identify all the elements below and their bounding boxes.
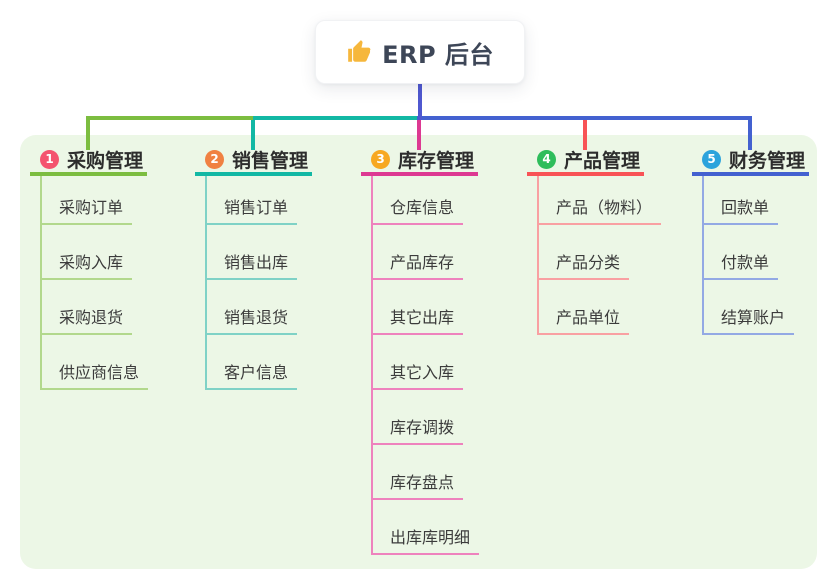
child-row: 采购订单: [42, 176, 147, 225]
child-row: 仓库信息: [373, 176, 478, 225]
child-node[interactable]: 回款单: [704, 198, 779, 225]
branch-node[interactable]: 1 采购管理: [30, 146, 147, 176]
child-row: 其它出库: [373, 280, 478, 335]
child-row: 回款单: [704, 176, 809, 225]
branches-panel: [20, 135, 817, 569]
child-node[interactable]: 供应商信息: [42, 363, 149, 390]
child-row: 产品单位: [539, 280, 644, 335]
branch-node[interactable]: 2 销售管理: [195, 146, 312, 176]
child-node[interactable]: 产品分类: [539, 253, 630, 280]
child-node[interactable]: 库存盘点: [373, 473, 464, 500]
branch-number-badge: 1: [40, 149, 59, 169]
connector-bus-segment: [417, 116, 752, 120]
branch-number-badge: 4: [537, 149, 556, 169]
child-row: 产品分类: [539, 225, 644, 280]
child-node[interactable]: 付款单: [704, 253, 779, 280]
child-node[interactable]: 采购入库: [42, 253, 133, 280]
branch-drop-line: [86, 120, 90, 150]
branch-drop-line: [748, 120, 752, 150]
branch-drop-line: [417, 120, 421, 150]
child-node[interactable]: 销售订单: [207, 198, 298, 225]
branch-label: 采购管理: [67, 149, 144, 172]
child-node[interactable]: 采购退货: [42, 308, 133, 335]
child-node[interactable]: 采购订单: [42, 198, 133, 225]
child-row: 出库库明细: [373, 500, 480, 555]
child-node[interactable]: 销售退货: [207, 308, 298, 335]
branch-children: 仓库信息产品库存其它出库其它入库库存调拨库存盘点出库库明细: [371, 176, 480, 555]
child-node[interactable]: 产品（物料）: [539, 198, 662, 225]
branch-3: 3 库存管理仓库信息产品库存其它出库其它入库库存调拨库存盘点出库库明细: [361, 146, 480, 555]
branch-5: 5 财务管理回款单付款单结算账户: [692, 146, 809, 335]
branch-label: 财务管理: [729, 149, 806, 172]
root-node[interactable]: ERP 后台: [315, 20, 525, 84]
branch-children: 采购订单采购入库采购退货供应商信息: [40, 176, 149, 390]
branch-drop-line: [583, 120, 587, 150]
child-node[interactable]: 产品库存: [373, 253, 464, 280]
branch-number-badge: 2: [205, 149, 224, 169]
branch-node[interactable]: 5 财务管理: [692, 146, 809, 176]
child-row: 付款单: [704, 225, 809, 280]
branch-label: 销售管理: [232, 149, 309, 172]
child-node[interactable]: 库存调拨: [373, 418, 464, 445]
branch-4: 4 产品管理产品（物料） 产品分类产品单位: [527, 146, 662, 335]
child-node[interactable]: 其它出库: [373, 308, 464, 335]
branch-1: 1 采购管理采购订单采购入库采购退货供应商信息: [30, 146, 149, 390]
child-node[interactable]: 产品单位: [539, 308, 630, 335]
branch-children: 销售订单销售出库销售退货客户信息: [205, 176, 312, 390]
branch-children: 产品（物料） 产品分类产品单位: [537, 176, 662, 335]
child-row: 其它入库: [373, 335, 478, 390]
connector-bus-segment: [86, 116, 253, 120]
branch-node[interactable]: 4 产品管理: [527, 146, 644, 176]
child-row: 采购入库: [42, 225, 147, 280]
child-node[interactable]: 出库库明细: [373, 528, 480, 555]
child-node[interactable]: 客户信息: [207, 363, 298, 390]
root-connector-line: [418, 82, 422, 120]
branch-children: 回款单付款单结算账户: [702, 176, 809, 335]
child-row: 销售退货: [207, 280, 312, 335]
branch-drop-line: [251, 120, 255, 150]
branch-number-badge: 5: [702, 149, 721, 169]
child-row: 供应商信息: [42, 335, 149, 390]
child-row: 结算账户: [704, 280, 809, 335]
branch-number-badge: 3: [371, 149, 390, 169]
branch-label: 库存管理: [398, 149, 475, 172]
child-row: 产品库存: [373, 225, 478, 280]
connector-bus-segment: [253, 116, 419, 120]
child-row: 采购退货: [42, 280, 147, 335]
child-row: 库存盘点: [373, 445, 478, 500]
thumbs-up-icon: [348, 40, 371, 62]
child-row: 客户信息: [207, 335, 312, 390]
branch-node[interactable]: 3 库存管理: [361, 146, 478, 176]
child-node[interactable]: 其它入库: [373, 363, 464, 390]
child-node[interactable]: 销售出库: [207, 253, 298, 280]
child-row: 销售订单: [207, 176, 312, 225]
child-row: 销售出库: [207, 225, 312, 280]
child-row: 库存调拨: [373, 390, 478, 445]
child-node[interactable]: 结算账户: [704, 308, 795, 335]
child-node[interactable]: 仓库信息: [373, 198, 464, 225]
branch-label: 产品管理: [564, 149, 641, 172]
branch-2: 2 销售管理销售订单销售出库销售退货客户信息: [195, 146, 312, 390]
root-title: ERP 后台: [382, 40, 494, 69]
child-row: 产品（物料）: [539, 176, 662, 225]
